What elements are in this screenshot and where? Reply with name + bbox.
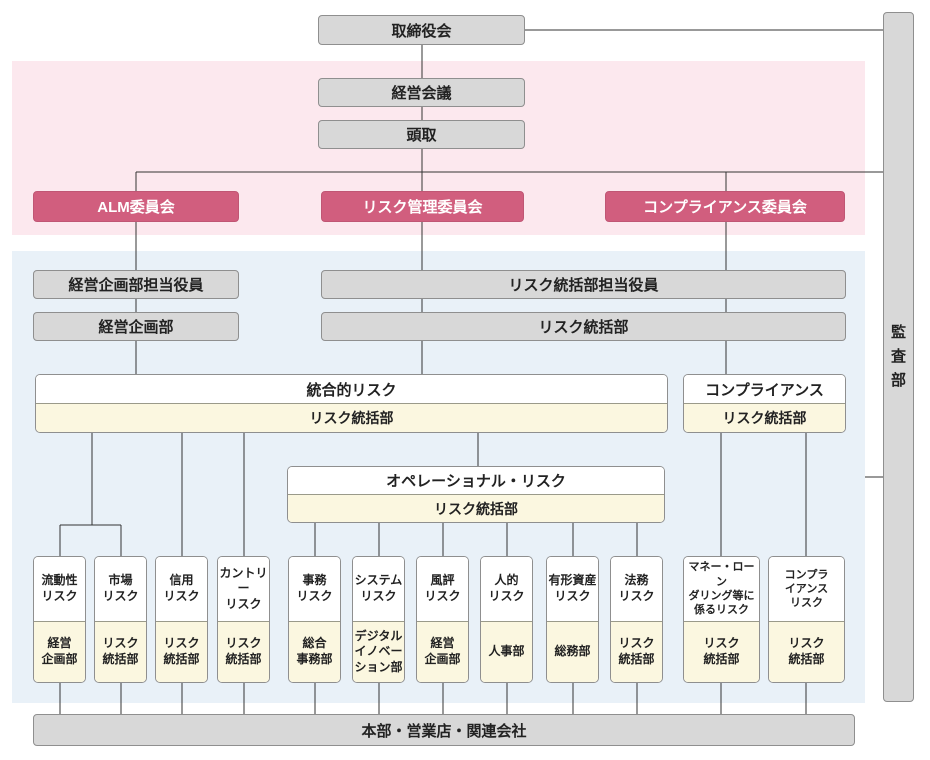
integrated-risk-title: 統合的リスク: [36, 375, 667, 403]
planning-officer-box: 経営企画部担当役員: [33, 270, 239, 299]
risk-column-title: コンプラ イアンス リスク: [769, 557, 844, 621]
compliance-title: コンプライアンス: [684, 375, 845, 403]
operational-risk-box: オペレーショナル・リスク リスク統括部: [287, 466, 665, 523]
risk-column-reputation: 風評 リスク 経営 企画部: [416, 556, 469, 683]
risk-column-tangible-asset: 有形資産 リスク 総務部: [546, 556, 599, 683]
risk-column-title: 流動性 リスク: [34, 557, 85, 621]
risk-column-dept: リスク 統括部: [769, 621, 844, 682]
risk-column-title: 人的 リスク: [481, 557, 532, 621]
risk-column-dept: 総務部: [547, 621, 598, 682]
risk-column-dept: 経営 企画部: [34, 621, 85, 682]
operational-risk-title: オペレーショナル・リスク: [288, 467, 664, 494]
risk-column-title: 風評 リスク: [417, 557, 468, 621]
risk-column-dept: リスク 統括部: [156, 621, 207, 682]
operational-risk-dept: リスク統括部: [288, 494, 664, 522]
integrated-risk-box: 統合的リスク リスク統括部: [35, 374, 668, 433]
risk-column-money-laundering: マネー・ローン ダリング等に 係るリスク リスク 統括部: [683, 556, 760, 683]
risk-column-title: 事務 リスク: [289, 557, 340, 621]
risk-column-dept: デジタル イノベー ション部: [353, 621, 404, 682]
compliance-dept: リスク統括部: [684, 403, 845, 432]
risk-column-clerical: 事務 リスク 総合 事務部: [288, 556, 341, 683]
risk-column-dept: リスク 統括部: [218, 621, 269, 682]
management-meeting-box: 経営会議: [318, 78, 525, 107]
risk-column-dept: リスク 統括部: [95, 621, 146, 682]
risk-column-title: 有形資産 リスク: [547, 557, 598, 621]
risk-officer-box: リスク統括部担当役員: [321, 270, 846, 299]
integrated-risk-dept: リスク統括部: [36, 403, 667, 432]
audit-dept-label: 監査部: [890, 324, 906, 389]
risk-column-dept: 人事部: [481, 621, 532, 682]
risk-column-dept: 経営 企画部: [417, 621, 468, 682]
risk-column-title: 法務 リスク: [611, 557, 662, 621]
risk-column-title: 信用 リスク: [156, 557, 207, 621]
risk-column-liquidity: 流動性 リスク 経営 企画部: [33, 556, 86, 683]
risk-column-legal: 法務 リスク リスク 統括部: [610, 556, 663, 683]
risk-column-dept: リスク 統括部: [611, 621, 662, 682]
alm-committee-box: ALM委員会: [33, 191, 239, 222]
headquarters-box: 本部・営業店・関連会社: [33, 714, 855, 746]
risk-column-title: マネー・ローン ダリング等に 係るリスク: [684, 557, 759, 621]
risk-column-country: カントリー リスク リスク 統括部: [217, 556, 270, 683]
risk-column-dept: 総合 事務部: [289, 621, 340, 682]
planning-dept-box: 経営企画部: [33, 312, 239, 341]
risk-column-system: システム リスク デジタル イノベー ション部: [352, 556, 405, 683]
board-box: 取締役会: [318, 15, 525, 45]
compliance-committee-box: コンプライアンス委員会: [605, 191, 845, 222]
risk-column-title: 市場 リスク: [95, 557, 146, 621]
president-box: 頭取: [318, 120, 525, 149]
risk-column-market: 市場 リスク リスク 統括部: [94, 556, 147, 683]
risk-management-committee-box: リスク管理委員会: [321, 191, 524, 222]
risk-dept-box: リスク統括部: [321, 312, 846, 341]
risk-column-credit: 信用 リスク リスク 統括部: [155, 556, 208, 683]
risk-column-title: カントリー リスク: [218, 557, 269, 621]
risk-column-dept: リスク 統括部: [684, 621, 759, 682]
audit-dept-box: 監査部: [883, 12, 914, 702]
risk-column-compliance: コンプラ イアンス リスク リスク 統括部: [768, 556, 845, 683]
risk-column-title: システム リスク: [353, 557, 404, 621]
risk-column-human: 人的 リスク 人事部: [480, 556, 533, 683]
compliance-box: コンプライアンス リスク統括部: [683, 374, 846, 433]
